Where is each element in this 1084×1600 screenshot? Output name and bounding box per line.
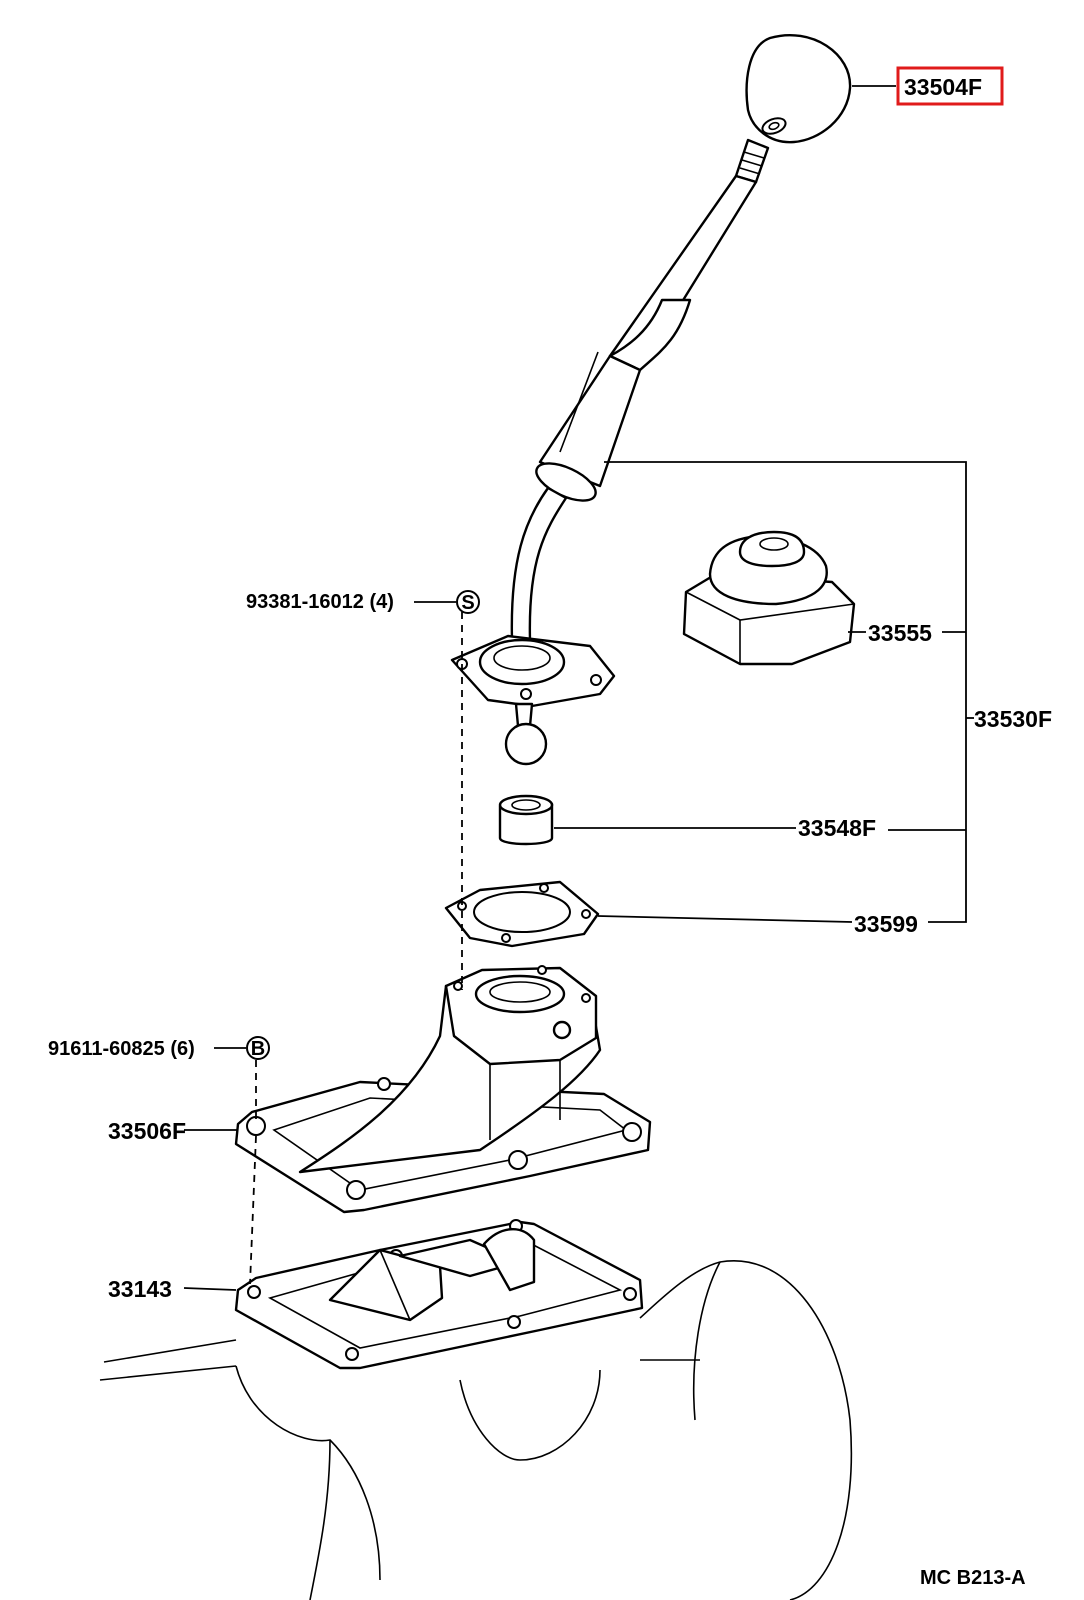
bushing: [498, 794, 554, 846]
install-lines: [249, 612, 463, 1285]
label-33530f[interactable]: 33530F: [974, 706, 1052, 732]
label-93381-16012[interactable]: 93381-16012 (4): [246, 591, 394, 613]
label-33143[interactable]: 33143: [108, 1276, 172, 1302]
label-33555[interactable]: 33555: [868, 620, 932, 646]
highlight-box: [896, 66, 1004, 106]
label-33548f[interactable]: 33548F: [798, 815, 876, 841]
label-33599[interactable]: 33599: [854, 911, 918, 937]
bolt-symbol: B: [246, 1036, 270, 1060]
transmission-case: [99, 1260, 853, 1600]
shift-lever: [510, 138, 770, 642]
transmission-cover: [234, 1219, 644, 1370]
shift-knob: [745, 33, 852, 144]
label-33504f[interactable]: 33504F: [904, 74, 982, 100]
shift-lever-retainer: [234, 965, 652, 1214]
diagram-code: MC B213-A: [920, 1567, 1026, 1589]
label-91611-60825[interactable]: 91611-60825 (6): [48, 1038, 195, 1060]
screw-symbol-letter: S: [461, 592, 474, 614]
shift-boot: [682, 530, 856, 666]
leader-lines: [183, 85, 974, 1291]
label-33506f[interactable]: 33506F: [108, 1118, 186, 1144]
screw-symbol: S: [456, 590, 480, 614]
gasket: [444, 880, 600, 948]
bolt-symbol-letter: B: [251, 1038, 265, 1060]
lever-ball-seat: [450, 634, 616, 766]
